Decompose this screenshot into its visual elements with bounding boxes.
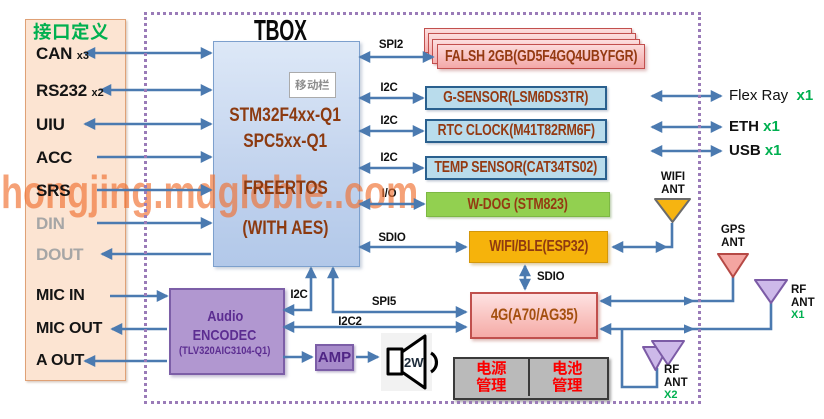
if-label-srs: SRS [36, 181, 71, 200]
mcu-tooltip [289, 72, 336, 98]
if-label-uiu: UIU [36, 115, 65, 134]
mcu-line-2: SPC5xx-Q1 [243, 131, 328, 152]
mcu-line-4: (WITH AES) [242, 218, 329, 239]
bus-sdio-wifi: SDIO [378, 232, 406, 244]
g-sensor-label: G-SENSOR(LSM6DS3TR) [443, 89, 589, 106]
if-label-mic-in: MIC IN [36, 287, 85, 304]
bus-io-wdog: I/O [381, 188, 397, 200]
audio-line-2: ENCODEC [193, 327, 257, 344]
ext-usb: USB x1 [729, 142, 782, 159]
ext-flexray: Flex Ray x1 [729, 87, 814, 104]
ext-eth: ETH x1 [729, 118, 780, 135]
rtc-box: RTC CLOCK(M41T82RM6F) [425, 119, 607, 143]
wifi-ble-box: WIFI/BLE(ESP32) [469, 231, 608, 263]
audio-line-3: (TLV320AIC3104-Q1) [179, 345, 271, 357]
bus-sdio-4g: SDIO [537, 271, 565, 283]
if-label-can: CAN x3 [36, 44, 90, 63]
bus-i2c-temp: I2C [380, 152, 398, 164]
modem-4g-box: 4G(A70/AG35) [470, 292, 598, 339]
bus-spi2: SPI2 [378, 39, 404, 51]
bus-i2c2: I2C2 [338, 316, 362, 328]
if-label-rs232: RS232 x2 [36, 81, 104, 100]
temp-sensor-label: TEMP SENSOR(CAT34TS02) [434, 159, 598, 176]
mcu-line-3: FREERTOS [243, 178, 328, 199]
if-label-a-out: A OUT [36, 352, 85, 369]
if-label-acc: ACC [36, 148, 73, 167]
temp-sensor-box: TEMP SENSOR(CAT34TS02) [425, 156, 607, 180]
tbox-dashed-border [144, 12, 701, 404]
interface-panel-title [33, 22, 109, 42]
if-label-mic-out: MIC OUT [36, 320, 103, 337]
power-mgmt-label [453, 357, 529, 396]
modem-4g-label: 4G(A70/AG35) [490, 306, 578, 324]
interface-panel [25, 19, 126, 381]
if-label-dout: DOUT [36, 245, 84, 264]
mcu-line-1: STM32F4xx-Q1 [229, 105, 342, 126]
bus-i2c-audio: I2C [290, 289, 308, 301]
flash-box: FALSH 2GB(GD5F4GQ4UBYFGR) [437, 44, 645, 69]
if-label-din: DIN [36, 214, 65, 233]
tbox-title: TBOX [253, 15, 307, 47]
wifi-ble-label: WIFI/BLE(ESP32) [489, 238, 588, 255]
battery-mgmt-label [529, 357, 605, 396]
power-box-divider [528, 357, 530, 396]
bus-spi5: SPI5 [371, 296, 397, 308]
g-sensor-box: G-SENSOR(LSM6DS3TR) [425, 86, 607, 110]
bus-i2c-rtc: I2C [380, 115, 398, 127]
watchdog-box: W-DOG (STM823) [426, 192, 610, 217]
rtc-label: RTC CLOCK(M41T82RM6F) [437, 122, 595, 139]
bus-i2c-gsensor: I2C [380, 82, 398, 94]
amp-box: AMP [315, 344, 354, 371]
flash-label: FALSH 2GB(GD5F4GQ4UBYFGR) [444, 47, 638, 65]
speaker-wattage: 2W [404, 355, 424, 370]
amp-label: AMP [317, 349, 352, 366]
watchdog-label: W-DOG (STM823) [467, 195, 569, 213]
audio-line-1: Audio [206, 308, 244, 325]
audio-codec-box [169, 288, 285, 375]
